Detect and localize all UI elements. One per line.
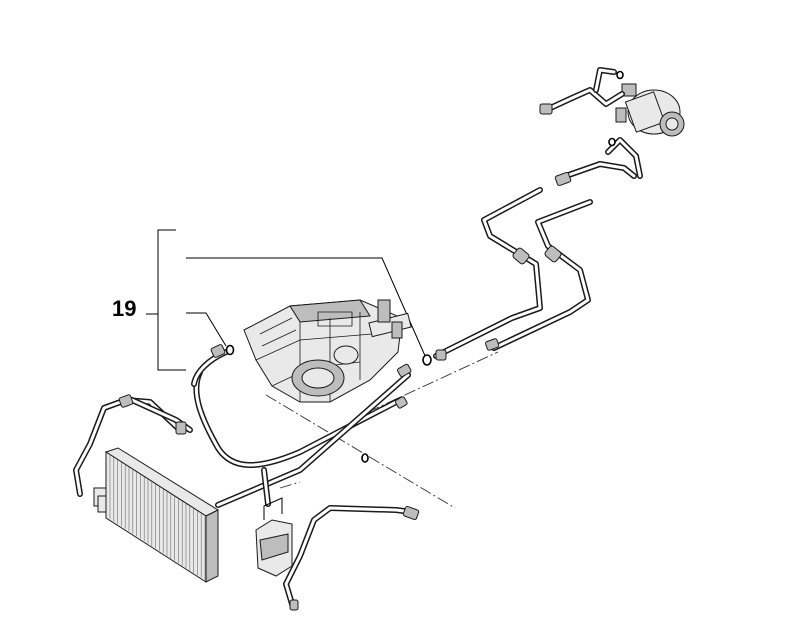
refrigerant-pipes [73,67,643,607]
callout-number-19: 19 [112,296,136,321]
pipe-mounting-bracket [255,497,293,577]
hvac-unit [243,299,412,403]
condenser [93,447,220,583]
o-ring-seals [225,70,624,463]
pipe-fittings [118,103,572,611]
ac-compressor [615,83,685,137]
callout-bracket [146,229,427,371]
